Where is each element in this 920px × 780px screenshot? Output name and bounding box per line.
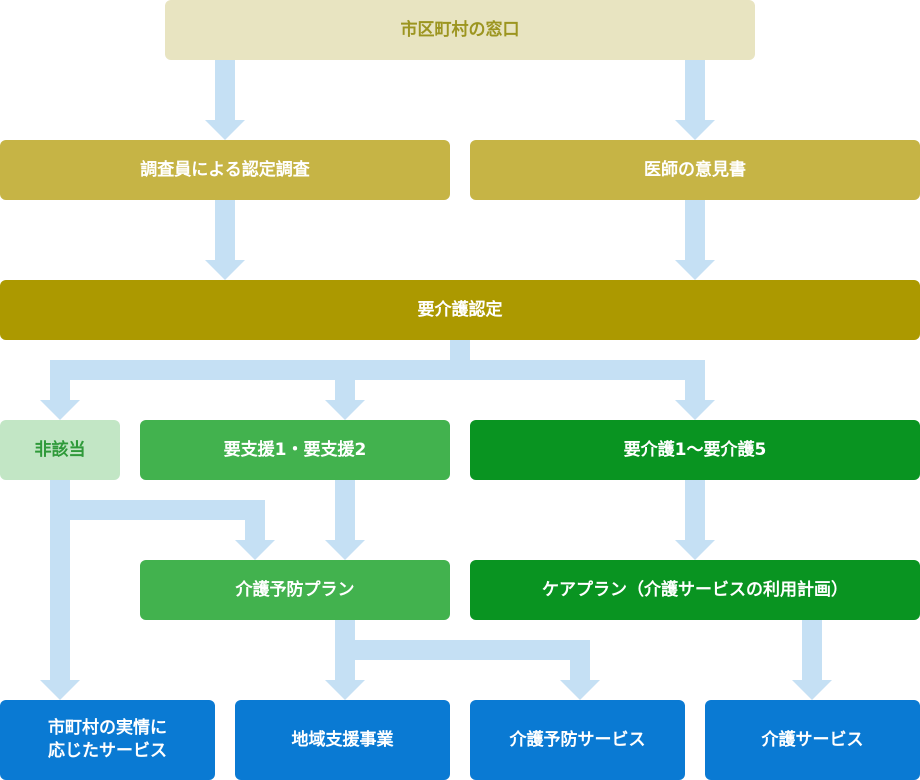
connector-prevention-side — [335, 640, 590, 660]
doctor-opinion-box: 医師の意見書 — [470, 140, 920, 200]
connector-care-down — [685, 480, 705, 540]
connector-top-right — [685, 60, 705, 120]
arrowhead-survey — [205, 120, 245, 140]
prevention-services-box: 介護予防サービス — [470, 700, 685, 780]
arrowhead-municipal-services — [40, 680, 80, 700]
connector-branch-right — [685, 360, 705, 400]
arrowhead-care-plan — [675, 540, 715, 560]
connector-survey-down — [215, 200, 235, 260]
support-level-box: 要支援1・要支援2 — [140, 420, 450, 480]
connector-branch-left — [50, 360, 70, 400]
arrowhead-prevention-plan-left — [235, 540, 275, 560]
municipal-window-box: 市区町村の窓口 — [165, 0, 755, 60]
connector-care-plan-down — [802, 620, 822, 680]
investigator-survey-box: 調査員による認定調査 — [0, 140, 450, 200]
connector-not-applicable-drop — [245, 500, 265, 540]
connector-top-left — [215, 60, 235, 120]
connector-support-down — [335, 480, 355, 540]
arrowhead-care — [675, 400, 715, 420]
arrowhead-support — [325, 400, 365, 420]
connector-prevention-drop — [570, 640, 590, 680]
arrowhead-care-services — [792, 680, 832, 700]
prevention-plan-box: 介護予防プラン — [140, 560, 450, 620]
arrowhead-not-applicable — [40, 400, 80, 420]
arrowhead-regional-support — [325, 680, 365, 700]
care-certification-box: 要介護認定 — [0, 280, 920, 340]
not-applicable-box: 非該当 — [0, 420, 120, 480]
arrowhead-certification-right — [675, 260, 715, 280]
care-level-box: 要介護1～要介護5 — [470, 420, 920, 480]
arrowhead-certification-left — [205, 260, 245, 280]
connector-not-applicable-down — [50, 480, 70, 680]
connector-not-applicable-side — [50, 500, 265, 520]
connector-doctor-down — [685, 200, 705, 260]
arrowhead-prevention-plan — [325, 540, 365, 560]
arrowhead-prevention-services — [560, 680, 600, 700]
municipal-services-box: 市町村の実情に 応じたサービス — [0, 700, 215, 780]
connector-branch-mid — [335, 360, 355, 400]
connector-branch-bar — [50, 360, 705, 380]
care-plan-box: ケアプラン（介護サービスの利用計画） — [470, 560, 920, 620]
arrowhead-doctor — [675, 120, 715, 140]
care-services-box: 介護サービス — [705, 700, 920, 780]
regional-support-box: 地域支援事業 — [235, 700, 450, 780]
